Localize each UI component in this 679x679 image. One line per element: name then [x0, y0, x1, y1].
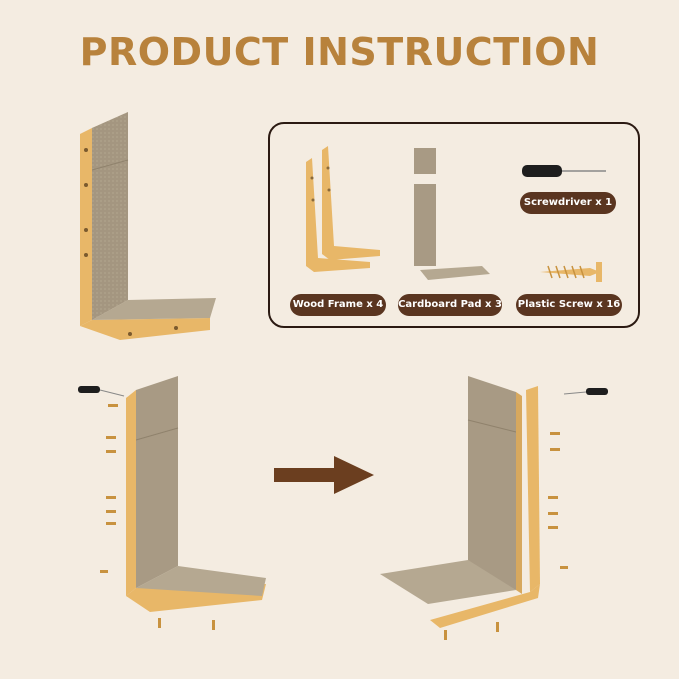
wood-frame-illustration — [306, 146, 380, 272]
screw-icon — [540, 262, 602, 282]
plastic-screw-label: Plastic Screw x 16 — [516, 294, 622, 316]
arrow-right-icon — [274, 456, 374, 494]
cardboard-pad-label: Cardboard Pad x 3 — [398, 294, 502, 316]
wood-frame-label: Wood Frame x 4 — [290, 294, 386, 316]
cardboard-pad-illustration — [414, 148, 490, 280]
page-title: PRODUCT INSTRUCTION — [79, 30, 600, 74]
screwdriver-label: Screwdriver x 1 — [520, 192, 616, 214]
parts-list-panel — [268, 122, 640, 328]
screwdriver-icon — [522, 165, 606, 177]
